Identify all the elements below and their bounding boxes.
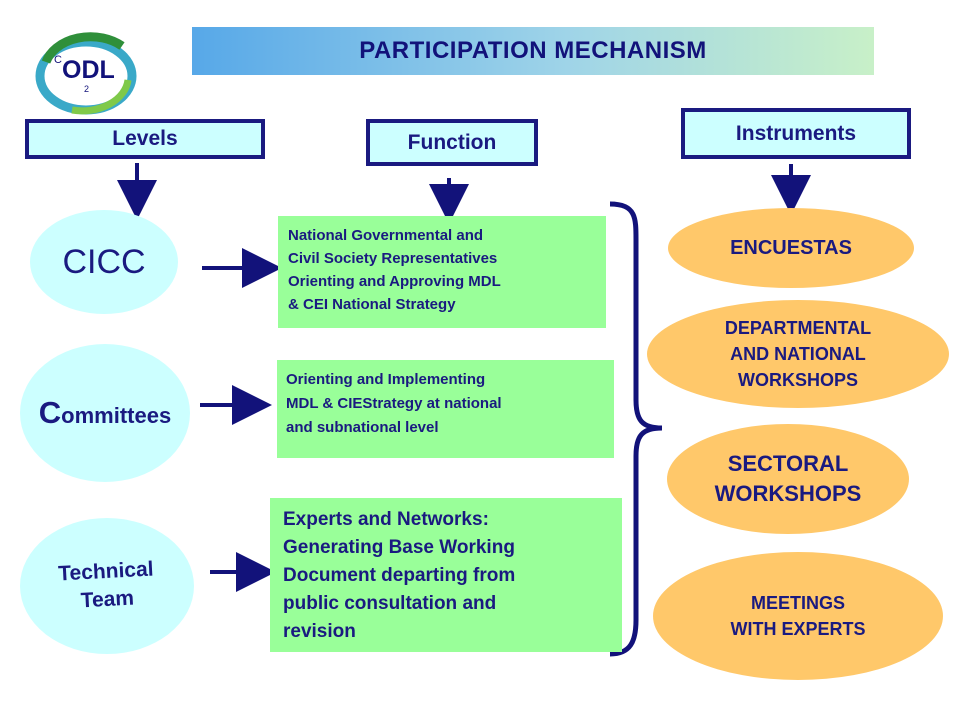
instrument-encuestas: ENCUESTAS bbox=[668, 208, 914, 288]
level-technical-line2: Team bbox=[80, 586, 135, 613]
level-committees-label: Committees bbox=[39, 395, 171, 431]
function-committees-line: MDL & CIEStrategy at national bbox=[286, 395, 502, 412]
instrument-sectoral-line: WORKSHOPS bbox=[714, 481, 862, 506]
logo-swirl-icon bbox=[35, 32, 137, 115]
function-cicc-line: Civil Society Representatives bbox=[288, 250, 498, 267]
instrument-workshops-line: AND NATIONAL bbox=[730, 344, 866, 364]
instrument-encuestas-label: ENCUESTAS bbox=[730, 236, 852, 259]
instrument-workshops: DEPARTMENTAL AND NATIONAL WORKSHOPS bbox=[647, 300, 949, 408]
level-committees: Committees bbox=[20, 344, 190, 482]
instrument-sectoral-line: SECTORAL bbox=[727, 451, 849, 476]
page-title: PARTICIPATION MECHANISM bbox=[359, 37, 707, 64]
header-function-label: Function bbox=[407, 130, 497, 154]
function-committees-line: Orienting and Implementing bbox=[286, 371, 486, 388]
instrument-meetings-label: MEETINGS WITH EXPERTS bbox=[730, 590, 865, 642]
header-levels: Levels bbox=[25, 119, 265, 159]
header-function: Function bbox=[366, 119, 538, 166]
function-committees-line: and subnational level bbox=[286, 419, 439, 436]
instrument-sectoral-label: SECTORAL WORKSHOPS bbox=[715, 449, 862, 509]
instrument-meetings-line: MEETINGS bbox=[750, 593, 845, 613]
level-committees-initial: C bbox=[38, 395, 62, 430]
function-box-technical: Experts and Networks: Generating Base Wo… bbox=[270, 498, 622, 652]
function-cicc-line: Orienting and Approving MDL bbox=[288, 273, 501, 290]
level-cicc-label: CICC bbox=[62, 242, 146, 281]
function-technical-line: public consultation and bbox=[283, 593, 497, 614]
instrument-meetings: MEETINGS WITH EXPERTS bbox=[653, 552, 943, 680]
logo-subscript: 2 bbox=[84, 84, 90, 94]
header-levels-label: Levels bbox=[112, 127, 178, 150]
level-technical-line1: Technical bbox=[58, 557, 155, 586]
title-bar: PARTICIPATION MECHANISM bbox=[192, 27, 874, 75]
level-technical-team: Technical Team bbox=[20, 518, 194, 654]
logo-superscript: C bbox=[54, 54, 62, 66]
level-technical-label: Technical Team bbox=[58, 556, 156, 617]
odl-logo: ODL C 2 bbox=[32, 32, 150, 116]
instrument-workshops-line: DEPARTMENTAL bbox=[724, 318, 872, 338]
function-technical-line: Generating Base Working bbox=[283, 537, 515, 558]
function-cicc-line: & CEI National Strategy bbox=[288, 296, 456, 313]
function-technical-line: revision bbox=[283, 621, 356, 642]
instrument-workshops-line: WORKSHOPS bbox=[737, 370, 858, 390]
function-cicc-line: National Governmental and bbox=[288, 227, 484, 244]
header-instruments: Instruments bbox=[681, 108, 911, 159]
level-cicc: CICC bbox=[30, 210, 178, 314]
header-instruments-label: Instruments bbox=[735, 121, 857, 145]
logo-text: ODL bbox=[62, 56, 115, 84]
function-box-cicc: National Governmental and Civil Society … bbox=[278, 216, 606, 328]
right-brace bbox=[609, 201, 663, 657]
function-box-committees: Orienting and Implementing MDL & CIEStra… bbox=[277, 360, 614, 458]
instrument-meetings-line: WITH EXPERTS bbox=[730, 619, 866, 639]
function-technical-line: Experts and Networks: bbox=[283, 509, 489, 530]
function-technical-line: Document departing from bbox=[283, 565, 516, 586]
instrument-sectoral: SECTORAL WORKSHOPS bbox=[667, 424, 909, 534]
level-committees-rest: ommittees bbox=[61, 403, 172, 428]
instrument-workshops-label: DEPARTMENTAL AND NATIONAL WORKSHOPS bbox=[725, 315, 871, 393]
